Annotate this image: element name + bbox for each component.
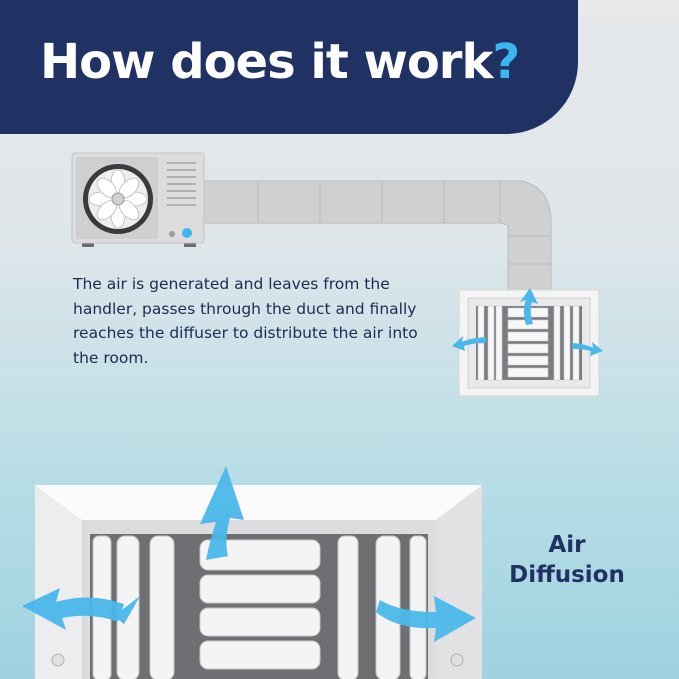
air-handler-unit [71, 152, 205, 247]
small-diffuser [452, 288, 603, 397]
large-diffuser [22, 466, 482, 679]
large-airflow-arrow-icon [22, 466, 476, 642]
description-text: The air is generated and leaves from the… [73, 275, 418, 367]
air-diffusion-label: Air Diffusion [497, 530, 637, 590]
title-text: How does it work [40, 34, 493, 90]
duct [195, 180, 552, 291]
title-question-mark: ? [492, 34, 520, 90]
air-diffusion-label-line1: Air [548, 532, 586, 558]
fan-icon [88, 169, 148, 229]
air-diffusion-label-line2: Diffusion [509, 562, 625, 588]
page-title: How does it work? [40, 34, 520, 90]
small-airflow-arrow-icon [452, 288, 603, 356]
header-banner: How does it work? [0, 0, 578, 134]
